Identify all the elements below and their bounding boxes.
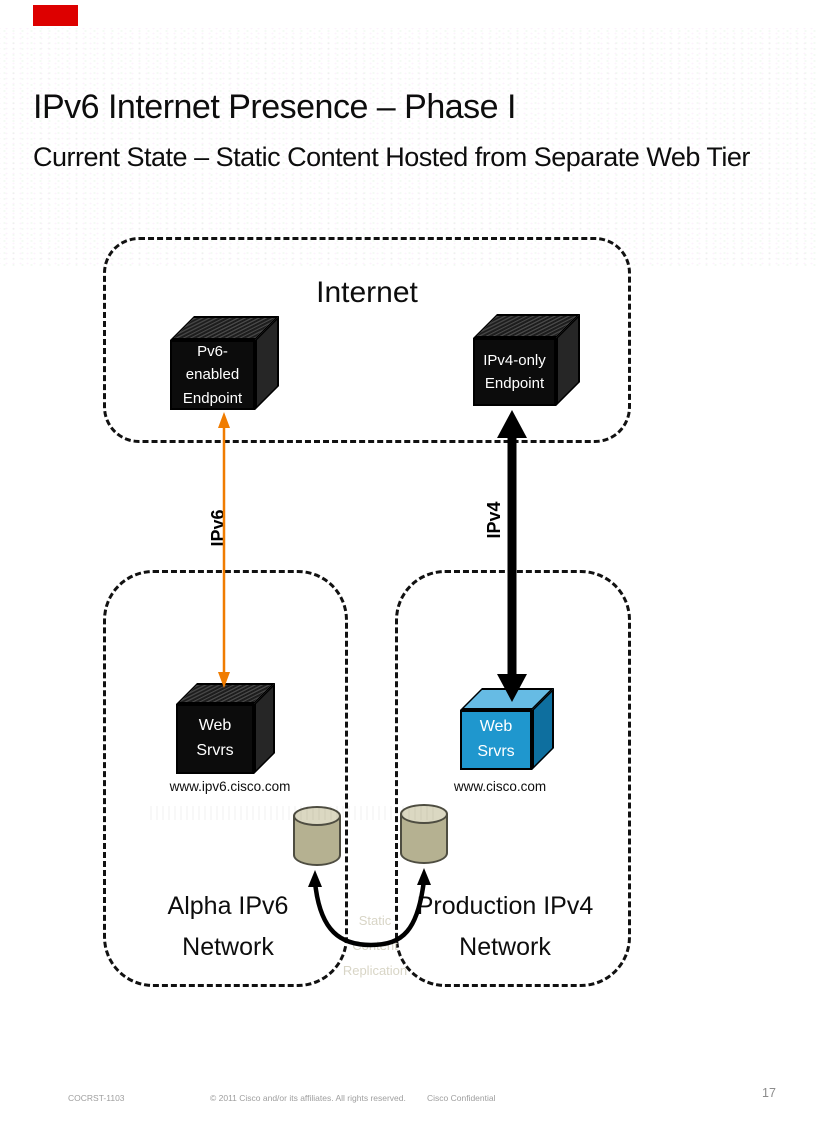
database-cylinder-icon bbox=[293, 806, 341, 870]
faint-smudge-artifact bbox=[150, 806, 435, 820]
endpoint-label-line2: Endpoint bbox=[484, 375, 545, 392]
footer-copyright: © 2011 Cisco and/or its affiliates. All … bbox=[210, 1093, 406, 1103]
ipv6-web-url: www.ipv6.cisco.com bbox=[169, 779, 291, 794]
ipv4-web-url: www.cisco.com bbox=[453, 779, 547, 794]
footer-page-number: 17 bbox=[762, 1086, 776, 1100]
replication-line3: Replication bbox=[342, 963, 408, 978]
ipv4-web-servers-cube: Web Srvrs bbox=[460, 688, 554, 770]
ipv6-endpoint-cube: Pv6-enabled Endpoint bbox=[170, 316, 279, 410]
page-subtitle: Current State – Static Content Hosted fr… bbox=[33, 142, 750, 172]
cube-front-face: IPv4-only Endpoint bbox=[473, 338, 556, 406]
alpha-network-label: Alpha IPv6 Network bbox=[108, 886, 348, 968]
footer-doc-id: COCRST-1103 bbox=[68, 1093, 125, 1103]
cube-front-face: Web Srvrs bbox=[176, 704, 254, 774]
ipv6-link-label: IPv6 bbox=[207, 509, 228, 547]
ipv6-web-servers-cube: Web Srvrs bbox=[176, 683, 275, 774]
ipv4-link-label: IPv4 bbox=[483, 501, 504, 539]
page-title: IPv6 Internet Presence – Phase I bbox=[33, 88, 516, 126]
web-servers-label: Web Srvrs bbox=[196, 717, 234, 759]
cube-front-face: Web Srvrs bbox=[460, 710, 532, 770]
internet-zone bbox=[103, 237, 631, 443]
endpoint-label-line1: Pv6-enabled bbox=[185, 343, 240, 384]
alpha-ipv6-network-zone bbox=[103, 570, 348, 987]
internet-label: Internet bbox=[316, 276, 418, 309]
endpoint-label-line2: Endpoint bbox=[182, 389, 243, 407]
alpha-network-line2: Network bbox=[182, 933, 274, 961]
cylinder-top bbox=[400, 804, 448, 824]
production-network-line1: Production IPv4 bbox=[416, 892, 594, 920]
cube-front-face: Pv6-enabled Endpoint bbox=[170, 340, 255, 410]
endpoint-label-line1: IPv4-only bbox=[483, 351, 546, 369]
background-texture-band bbox=[0, 28, 816, 266]
alpha-network-line1: Alpha IPv6 bbox=[167, 892, 289, 920]
red-accent-bar bbox=[33, 5, 78, 26]
ipv4-endpoint-cube: IPv4-only Endpoint bbox=[473, 314, 580, 406]
database-cylinder-icon bbox=[400, 804, 448, 868]
production-network-label: Production IPv4 Network bbox=[385, 886, 625, 968]
footer-confidential: Cisco Confidential bbox=[427, 1093, 496, 1103]
production-network-line2: Network bbox=[459, 933, 551, 961]
web-servers-label: Web Srvrs bbox=[477, 718, 515, 760]
cylinder-top bbox=[293, 806, 341, 826]
